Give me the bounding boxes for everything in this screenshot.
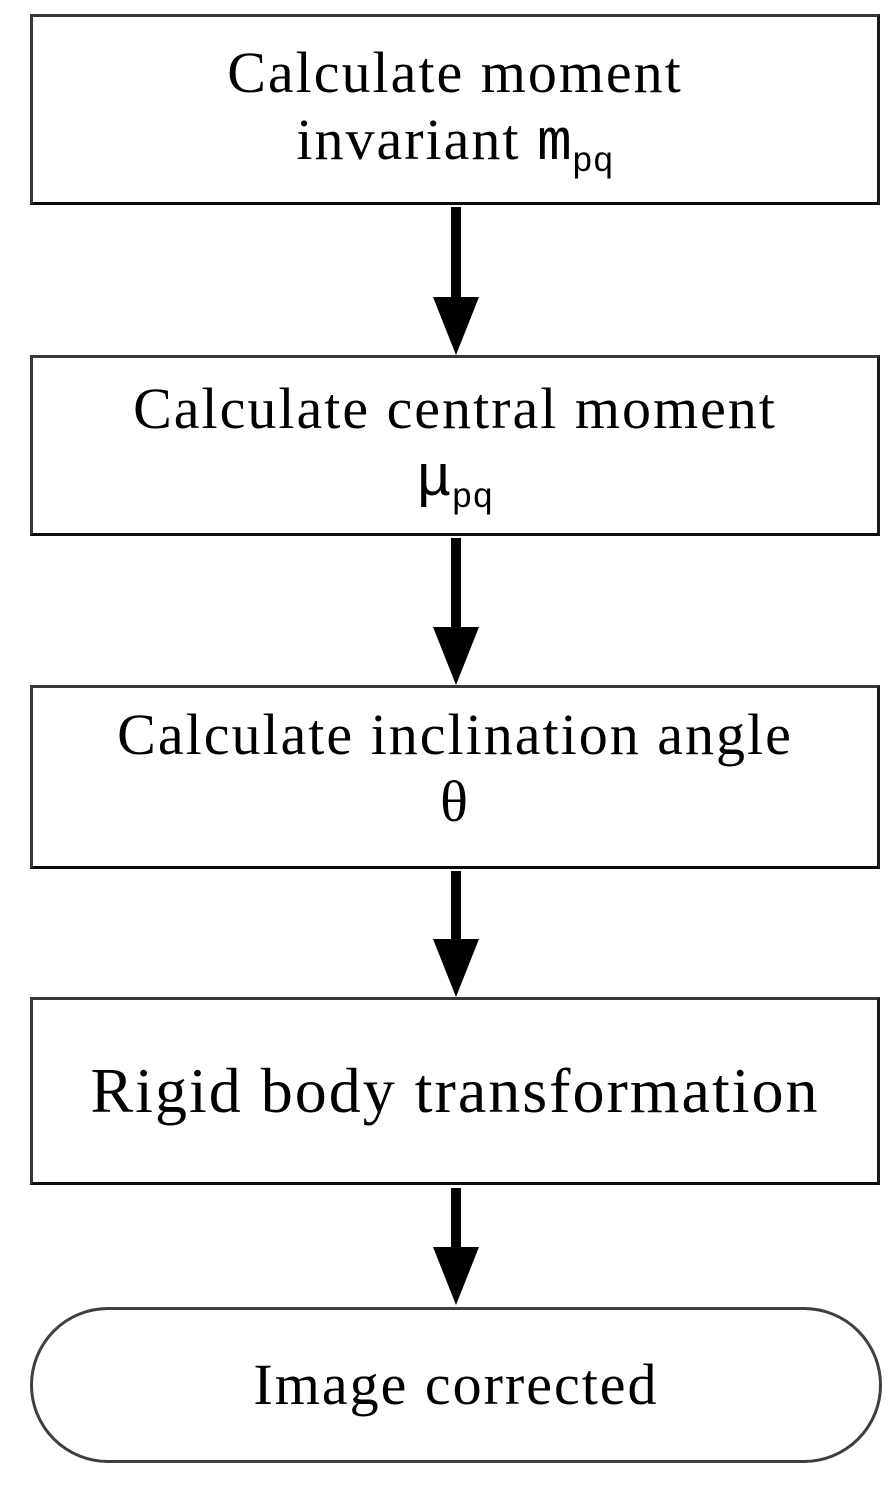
flow-arrow-down-icon [433, 207, 479, 355]
moment-symbol-subscript: pq [571, 143, 614, 183]
flowchart-node-calc-inclination-angle: Calculate inclination angle θ [30, 685, 880, 869]
arrow-head [433, 1247, 479, 1305]
arrow-shaft [451, 871, 461, 943]
node-label-line2: invariant mpq [296, 107, 614, 183]
flow-arrow-down-icon [433, 871, 479, 997]
central-moment-symbol: μ [416, 448, 452, 513]
node-label-line1: Calculate moment [227, 40, 683, 106]
arrow-head [433, 939, 479, 997]
arrow-shaft [451, 1188, 461, 1251]
flow-arrow-down-icon [433, 1188, 479, 1305]
central-moment-symbol-subscript: pq [451, 479, 494, 519]
flowchart-node-rigid-body-transformation: Rigid body transformation [30, 997, 880, 1185]
node-label-line2-prefix: invariant [296, 107, 538, 172]
flowchart-node-calc-moment-invariant: Calculate moment invariant mpq [30, 14, 880, 205]
inclination-angle-symbol: θ [440, 768, 470, 834]
flowchart-node-image-corrected: Image corrected [30, 1307, 882, 1463]
flow-arrow-down-icon [433, 538, 479, 685]
node-label-line1: Calculate central moment [133, 376, 777, 442]
node-label-line1: Image corrected [253, 1351, 659, 1417]
arrow-shaft [451, 207, 461, 301]
flowchart-node-calc-central-moment: Calculate central moment μpq [30, 355, 880, 536]
node-label-line1: Rigid body transformation [90, 1055, 820, 1127]
arrow-head [433, 627, 479, 685]
node-label-line2: μpq [416, 443, 494, 519]
arrow-shaft [451, 538, 461, 631]
arrow-head [433, 297, 479, 355]
moment-symbol: m [537, 112, 572, 177]
node-label-line1: Calculate inclination angle [117, 702, 793, 767]
